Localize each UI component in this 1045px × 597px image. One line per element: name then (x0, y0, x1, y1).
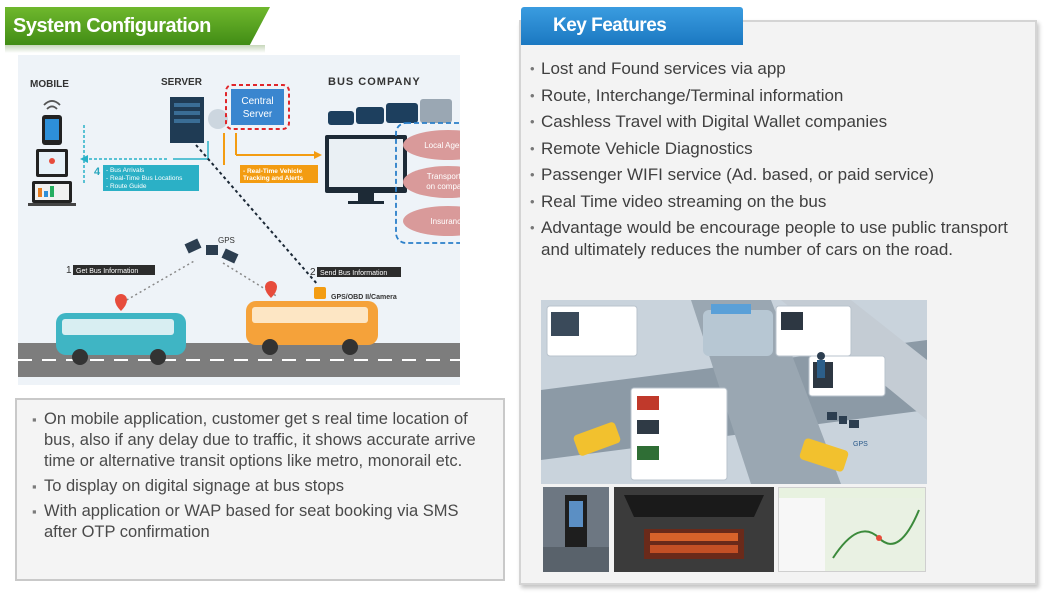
cloud-gear-icon (208, 109, 228, 129)
step4-box (103, 165, 199, 191)
transportation-company-ellipse (403, 166, 460, 198)
yellow-bus-icon (799, 438, 849, 472)
illustration-gps-label: GPS (853, 441, 868, 448)
orange-bus-icon (246, 301, 378, 355)
diagram-svg: MOBILE SERVER BUS COMPANY Central Server (18, 76, 460, 377)
bus-fleet-icon (328, 99, 452, 125)
central-server-outline (225, 84, 290, 130)
system-configuration-title: System Configuration (5, 7, 270, 47)
gps-label: GPS (218, 236, 235, 245)
local-agency-ellipse (403, 130, 460, 160)
feature-item: •Remote Vehicle Diagnostics (530, 138, 753, 158)
central-server-box (231, 89, 284, 125)
step4-item-2: - Real-Time Bus Locations (106, 175, 183, 182)
bus-stop-kiosk-photo (543, 487, 609, 572)
partners-outline (395, 122, 460, 244)
local-agency-label: Local Agency (424, 141, 460, 150)
digital-signage-photo (614, 487, 774, 572)
step4-item-3: - Route Guide (106, 183, 147, 190)
note-item: ▪To display on digital signage at bus st… (32, 477, 344, 495)
system-configuration-diagram: MOBILE SERVER BUS COMPANY Central Server (18, 55, 460, 385)
step1-label: Get Bus Information (76, 268, 138, 275)
gps-obd-camera-label: GPS/OBD II/Camera (331, 294, 397, 301)
realtime-tracking-box (240, 165, 318, 183)
satellite-icon (184, 238, 239, 264)
insurance-ellipse (403, 206, 460, 236)
realtime-tracking-line2: Tracking and Alerts (243, 175, 303, 182)
route-map-screenshot (778, 487, 926, 572)
step4-number: 4 (94, 166, 101, 178)
smart-bus-stop-illustration: GPS (541, 300, 927, 484)
server-to-bus-link (195, 144, 319, 286)
step1-number: 1 (66, 265, 72, 276)
key-features-list: •Lost and Found services via app •Route,… (530, 58, 1030, 266)
system-configuration-panel: System Configuration (5, 5, 513, 593)
feature-item: •Real Time video streaming on the bus (530, 191, 827, 211)
note-item: ▪On mobile application, customer get s r… (32, 410, 476, 470)
feature-item: •Lost and Found services via app (530, 59, 786, 78)
step4-item-1: - Bus Arrivals (106, 167, 145, 174)
server-label: SERVER (161, 77, 203, 88)
note-item: ▪With application or WAP based for seat … (32, 502, 459, 541)
system-configuration-notes: ▪On mobile application, customer get s r… (15, 398, 505, 581)
key-features-title: Key Features (521, 7, 743, 45)
feature-item: •Cashless Travel with Digital Wallet com… (530, 112, 888, 131)
central-server-label-line1: Central (241, 96, 273, 107)
mobile-label: MOBILE (30, 79, 69, 90)
wifi-icon (43, 100, 61, 110)
person-icon (817, 352, 825, 378)
step2-number: 2 (310, 267, 316, 278)
feature-item: •Passenger WIFI service (Ad. based, or p… (530, 165, 935, 184)
location-pin-icon (265, 281, 277, 298)
transportation-company-label-line1: Transportati (427, 172, 460, 181)
step1-box (73, 265, 155, 275)
yellow-bus-icon (573, 422, 621, 456)
location-pin-icon (115, 294, 127, 311)
title-banner-shadow (5, 45, 265, 53)
gps-to-bus2-link (222, 262, 279, 298)
insurance-label: Insurance (430, 217, 460, 226)
teal-bus-icon (56, 313, 186, 365)
feature-item: •Route, Interchange/Terminal information (530, 85, 844, 105)
satellite-icon (827, 412, 859, 428)
step2-label: Send Bus Information (320, 270, 387, 277)
feature-item: •Advantage would be encourage people to … (530, 218, 1008, 259)
step2-box (317, 267, 401, 277)
bus-company-label: BUS COMPANY (328, 76, 421, 88)
obd-device-icon (314, 287, 326, 299)
bus-shelter-icon (703, 310, 773, 356)
realtime-tracking-line1: - Real-Time Vehicle (243, 168, 303, 175)
transportation-company-label-line2: on company (426, 182, 460, 191)
gps-to-bus1-link (117, 259, 197, 306)
central-server-label-line2: Server (243, 109, 273, 120)
